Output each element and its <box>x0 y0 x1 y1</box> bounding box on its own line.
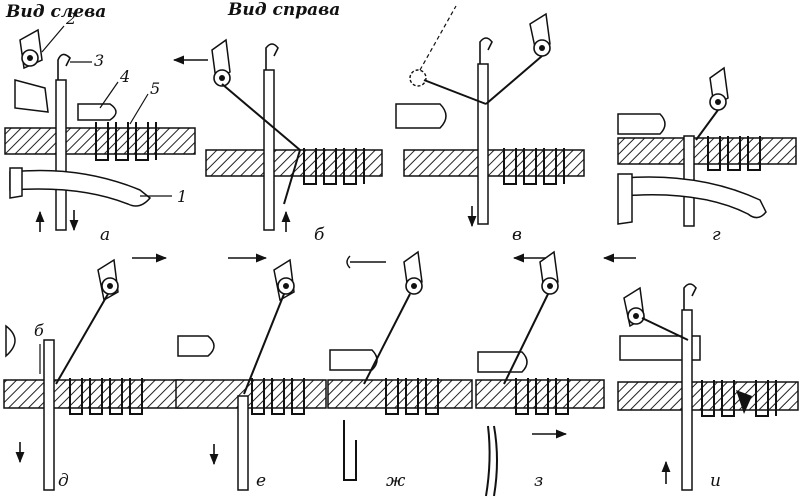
callout-5: 5 <box>150 79 160 98</box>
panel-g: г <box>617 66 797 245</box>
panel-label-e: е <box>256 471 266 491</box>
callout-3: 3 <box>94 51 104 70</box>
needle-a <box>55 79 67 231</box>
header-left-view: Вид слева <box>6 2 107 22</box>
panel-label-zh: ж <box>386 471 406 491</box>
panel-a: 1 2 3 4 5 а <box>4 9 196 245</box>
fabric-a <box>4 127 196 155</box>
panel-label-d: д <box>58 471 69 491</box>
panel-z: з <box>475 250 605 497</box>
needle-holder-a <box>19 28 43 70</box>
callout-4: 4 <box>119 67 130 86</box>
panel-i: и <box>602 253 799 491</box>
panel-b: б <box>172 38 383 245</box>
panel-label-z: з <box>534 471 543 491</box>
presser-foot-a <box>14 79 49 113</box>
panel-label-i: и <box>710 471 721 491</box>
spreader-a <box>77 103 117 121</box>
header-right-view: Вид справа <box>228 0 341 20</box>
callout-1: 1 <box>177 187 187 206</box>
callout-2: 2 <box>65 9 76 28</box>
panel-label-g: г <box>712 225 721 245</box>
panel-label-v: в <box>512 225 522 245</box>
panel-d: б д <box>3 253 183 491</box>
callout-b-small: б <box>34 321 44 340</box>
looper-a <box>9 169 152 207</box>
panel-label-a: а <box>100 225 110 245</box>
panel-v: в <box>395 5 585 245</box>
panel-zh: ж <box>327 250 473 491</box>
panel-e: е <box>175 253 327 491</box>
panel-label-b: б <box>314 225 325 245</box>
